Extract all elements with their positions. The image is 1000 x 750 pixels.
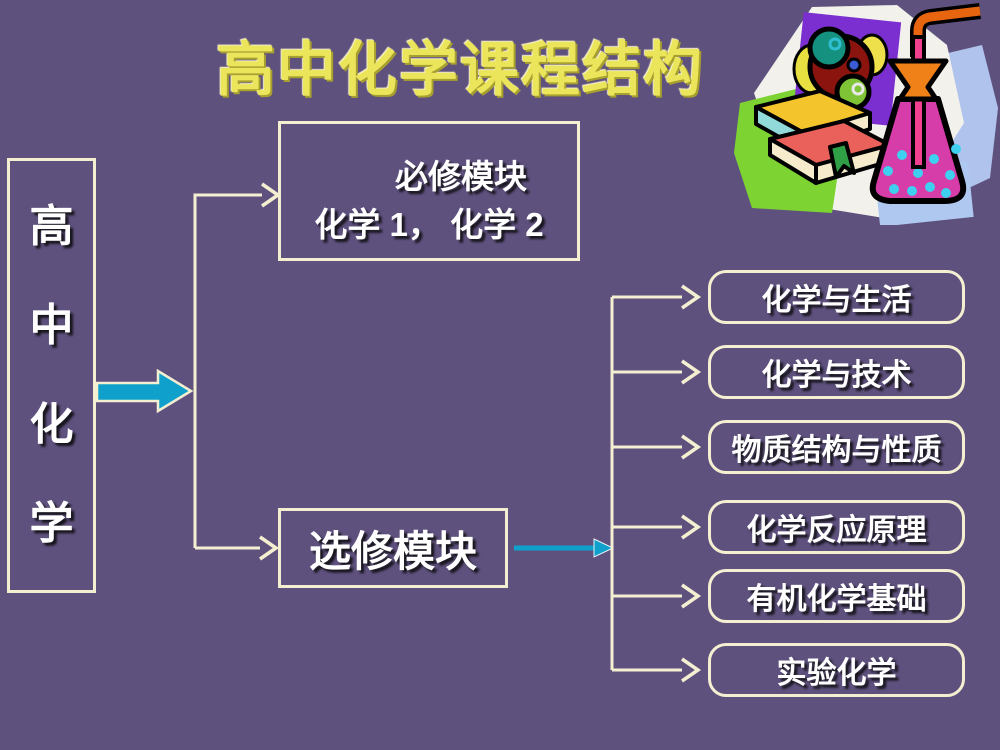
module-arrowhead-icon [681,284,702,310]
required-modules-title: 必修模块 [395,158,527,196]
flask-graphic [869,3,981,204]
module-label: 实验化学 [776,657,897,690]
module-box-experimental: 实验化学 [708,643,965,697]
module-arrowhead-icon [681,583,702,609]
module-label: 化学与技术 [761,359,912,392]
elective-modules-box: 选修模块 [278,508,508,588]
right-branch-lines [610,295,682,672]
required-arrowhead-icon [261,182,282,208]
module-box-life: 化学与生活 [708,270,965,324]
module-label: 物质结构与性质 [731,434,942,467]
elective-modules-title: 选修模块 [308,527,477,575]
right-thin-arrow-head-icon [593,538,615,558]
module-label: 化学反应原理 [746,514,927,547]
module-arrowhead-icon [681,514,702,540]
page-title: 高中化学课程结构 [215,37,704,103]
flask-bubbles [883,144,961,198]
chemistry-clipart-icon [734,3,998,225]
subject-char: 化 [29,400,74,450]
right-block-arrow-icon [95,368,194,414]
subject-box: 高 中 化 学 [7,158,96,593]
module-label: 有机化学基础 [746,583,927,616]
subject-char: 高 [29,201,74,251]
module-arrowhead-icon [681,359,702,385]
module-box-technology: 化学与技术 [708,345,965,399]
molecule-graphic [792,26,889,111]
module-box-organic-basics: 有机化学基础 [708,569,965,623]
subject-char: 中 [29,300,74,350]
required-modules-courses: 化学 1， 化学 2 [314,206,544,243]
module-label: 化学与生活 [761,284,912,317]
required-modules-box: 必修模块 化学 1， 化学 2 [278,121,580,261]
module-box-reaction-principles: 化学反应原理 [708,500,965,554]
books-graphic [754,89,892,185]
subject-char: 学 [29,499,74,549]
module-arrowhead-icon [681,434,702,460]
module-box-structure-properties: 物质结构与性质 [708,420,965,474]
elective-arrowhead-icon [259,535,280,561]
left-branch-lines [193,193,262,550]
module-arrowhead-icon [681,657,702,683]
